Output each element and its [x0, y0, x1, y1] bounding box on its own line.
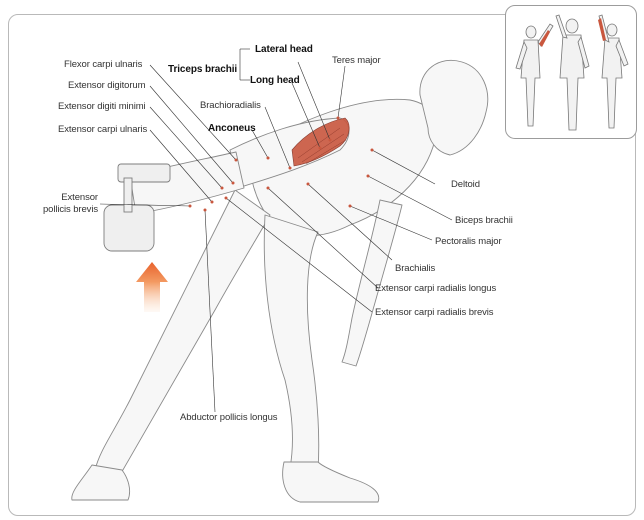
label-extensor-digiti-minimi: Extensor digiti minimi [58, 101, 146, 112]
body-sketch [71, 60, 489, 503]
leader-dots [188, 116, 374, 212]
overview-figures-illustration [515, 14, 629, 131]
label-deltoid: Deltoid [451, 179, 480, 190]
label-brachioradialis: Brachioradialis [200, 100, 261, 111]
label-extensor-pollicis-brevis-line1: Extensor [61, 192, 98, 203]
inset-overview-figures [505, 5, 637, 139]
up-arrow-icon [136, 262, 168, 312]
label-extensor-digitorum: Extensor digitorum [68, 80, 146, 91]
label-teres-major: Teres major [332, 55, 381, 66]
label-triceps-brachii: Triceps brachii [168, 64, 238, 75]
label-long-head: Long head [250, 75, 300, 86]
label-lateral-head: Lateral head [255, 44, 313, 55]
label-extensor-carpi-ulnaris: Extensor carpi ulnaris [58, 124, 148, 135]
label-brachialis: Brachialis [395, 263, 436, 274]
label-extensor-carpi-radialis-brevis: Extensor carpi radialis brevis [375, 307, 494, 318]
label-extensor-pollicis-brevis-line2: pollicis brevis [43, 204, 98, 215]
leader-lines [99, 48, 453, 413]
label-extensor-carpi-radialis-longus: Extensor carpi radialis longus [375, 283, 497, 294]
label-biceps-brachii: Biceps brachii [455, 215, 513, 226]
label-flexor-carpi-ulnaris: Flexor carpi ulnaris [64, 59, 143, 70]
label-anconeus: Anconeus [208, 123, 256, 134]
label-abductor-pollicis-longus: Abductor pollicis longus [180, 412, 278, 423]
label-pectoralis-major: Pectoralis major [435, 236, 502, 247]
dumbbell [103, 163, 171, 252]
